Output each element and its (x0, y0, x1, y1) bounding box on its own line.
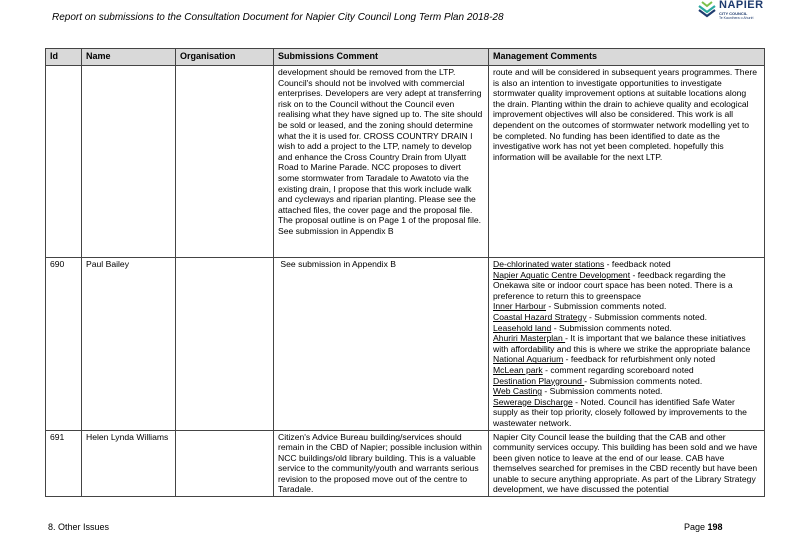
topic-link: National Aquarium (493, 354, 564, 365)
management-item: McLean park - comment regarding scoreboa… (493, 365, 760, 376)
topic-text: - Submission comments noted. (584, 375, 703, 386)
logo-name: NAPIER (719, 0, 764, 11)
column-header-organisation: Organisation (175, 48, 274, 66)
cell-submission: development should be removed from the L… (273, 65, 489, 258)
logo-sub: CITY COUNCIL (719, 11, 748, 16)
topic-text: - Submission comments noted. (586, 311, 707, 322)
napier-logo: NAPIER CITY COUNCIL Te Kaunihera o Ahuri… (697, 0, 767, 22)
submission-text: development should be removed from the L… (278, 67, 483, 226)
column-header-submissions-comment: Submissions Comment (273, 48, 489, 66)
management-item: Inner Harbour - Submission comments note… (493, 301, 760, 312)
cell-submission: See submission in Appendix B (273, 257, 489, 431)
topic-link: Napier Aquatic Centre Development (493, 269, 631, 280)
topic-link: Destination Playground (493, 375, 585, 386)
topic-link: Coastal Hazard Strategy (493, 311, 587, 322)
management-item: Destination Playground - Submission comm… (493, 376, 760, 387)
topic-text: - It is important that we balance these … (493, 333, 751, 354)
management-item: Leasehold land - Submission comments not… (493, 323, 760, 334)
table-header-row: Id Name Organisation Submissions Comment… (45, 48, 765, 66)
footer-section: 8. Other Issues (48, 522, 110, 532)
report-title: Report on submissions to the Consultatio… (52, 12, 504, 23)
topic-link: Sewerage Discharge (493, 396, 573, 407)
topic-link: Leasehold land (493, 322, 552, 333)
topic-text: - feedback for refurbishment only noted (563, 354, 716, 365)
management-item: Ahuriri Masterplan - It is important tha… (493, 333, 760, 354)
topic-text: - Noted. Council has identified Safe Wat… (493, 396, 747, 428)
cell-organisation (175, 257, 274, 431)
management-item: De-chlorinated water stations - feedback… (493, 259, 760, 270)
topic-text: - feedback noted (604, 259, 671, 269)
topic-link: Web Casting (493, 386, 543, 397)
topic-text: - Submission comments noted. (542, 386, 663, 397)
table-row: 690 Paul Bailey See submission in Append… (45, 257, 765, 431)
cell-management: route and will be considered in subseque… (488, 65, 765, 258)
cell-management: De-chlorinated water stations - feedback… (488, 257, 765, 431)
footer-page: Page 198 (684, 522, 723, 532)
cell-name (81, 65, 176, 258)
management-item: Web Casting - Submission comments noted. (493, 386, 760, 397)
management-item: Coastal Hazard Strategy - Submission com… (493, 312, 760, 323)
table-row: development should be removed from the L… (45, 65, 765, 258)
column-header-name: Name (81, 48, 176, 66)
table-row: 691 Helen Lynda Williams Citizen's Advic… (45, 429, 765, 498)
topic-link: De-chlorinated water stations (493, 259, 605, 269)
page-label: Page (684, 522, 708, 532)
management-item: Sewerage Discharge - Noted. Council has … (493, 397, 760, 429)
logo-tagline: Te Kaunihera o Ahuriri (719, 16, 754, 20)
cell-id: 691 (45, 429, 82, 498)
management-item: Napier Aquatic Centre Development - feed… (493, 270, 760, 302)
topic-link: Ahuriri Masterplan (493, 333, 566, 344)
cell-organisation (175, 65, 274, 258)
topic-text: - Submission comments noted. (551, 322, 672, 333)
cell-name: Paul Bailey (81, 257, 176, 431)
topic-text: - comment regarding scoreboard noted (542, 364, 694, 375)
topic-text: - feedback regarding the Onekawa site or… (493, 269, 733, 301)
column-header-id: Id (45, 48, 82, 66)
management-item: National Aquarium - feedback for refurbi… (493, 354, 760, 365)
napier-logo-icon (698, 1, 716, 18)
cell-organisation (175, 429, 274, 498)
submission-appendix-note: See submission in Appendix B (278, 225, 394, 236)
submissions-table: Id Name Organisation Submissions Comment… (45, 48, 765, 498)
cell-submission: Citizen's Advice Bureau building/service… (273, 429, 489, 498)
cell-management: Napier City Council lease the building t… (488, 429, 765, 498)
cell-id (45, 65, 82, 258)
topic-link: McLean park (493, 364, 543, 375)
column-header-management-comments: Management Comments (488, 48, 765, 66)
topic-link: Inner Harbour (493, 301, 547, 312)
cell-id: 690 (45, 257, 82, 431)
page-number: 198 (707, 522, 723, 532)
topic-text: - Submission comments noted. (546, 301, 667, 312)
cell-name: Helen Lynda Williams (81, 429, 176, 498)
